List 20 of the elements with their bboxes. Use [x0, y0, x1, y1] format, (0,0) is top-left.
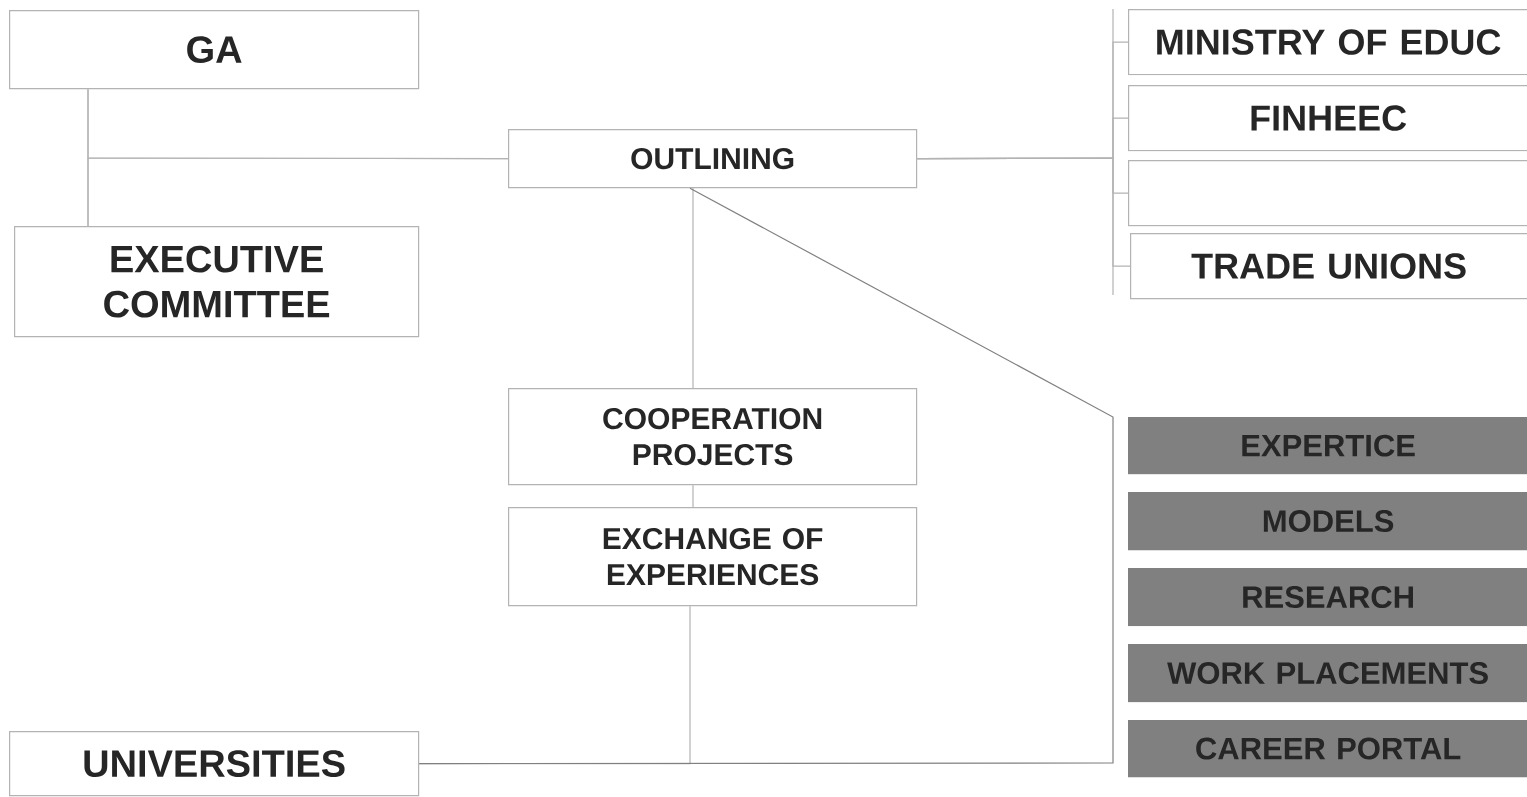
org-box: FINHEEC: [1128, 85, 1527, 152]
connector-line: [87, 157, 509, 227]
topic-box: RESEARCH: [1128, 568, 1527, 627]
topic-box: CAREER PORTAL: [1128, 720, 1527, 778]
connector-line: [692, 187, 694, 389]
org-box: EXECUTIVE COMMITTEE: [14, 226, 420, 338]
org-box: GA: [9, 10, 420, 90]
connector-line: [916, 157, 1131, 267]
org-box: TRADE UNIONS: [1130, 233, 1527, 300]
topic-box: MODELS: [1128, 492, 1527, 551]
org-box: COOPERATION PROJECTS: [508, 388, 918, 486]
connector-line: [418, 187, 1114, 765]
org-box: MINISTRY OF EDUC: [1128, 9, 1527, 76]
topic-box: WORK PLACEMENTS: [1128, 644, 1527, 703]
org-box: EXCHANGE OF EXPERIENCES: [508, 507, 918, 607]
topic-box: EXPERTICE: [1128, 417, 1527, 475]
org-box: OUTLINING: [508, 129, 918, 189]
org-box: UNIVERSITIES: [9, 731, 420, 797]
connector-line: [692, 484, 694, 508]
empty-box: [1128, 160, 1527, 227]
